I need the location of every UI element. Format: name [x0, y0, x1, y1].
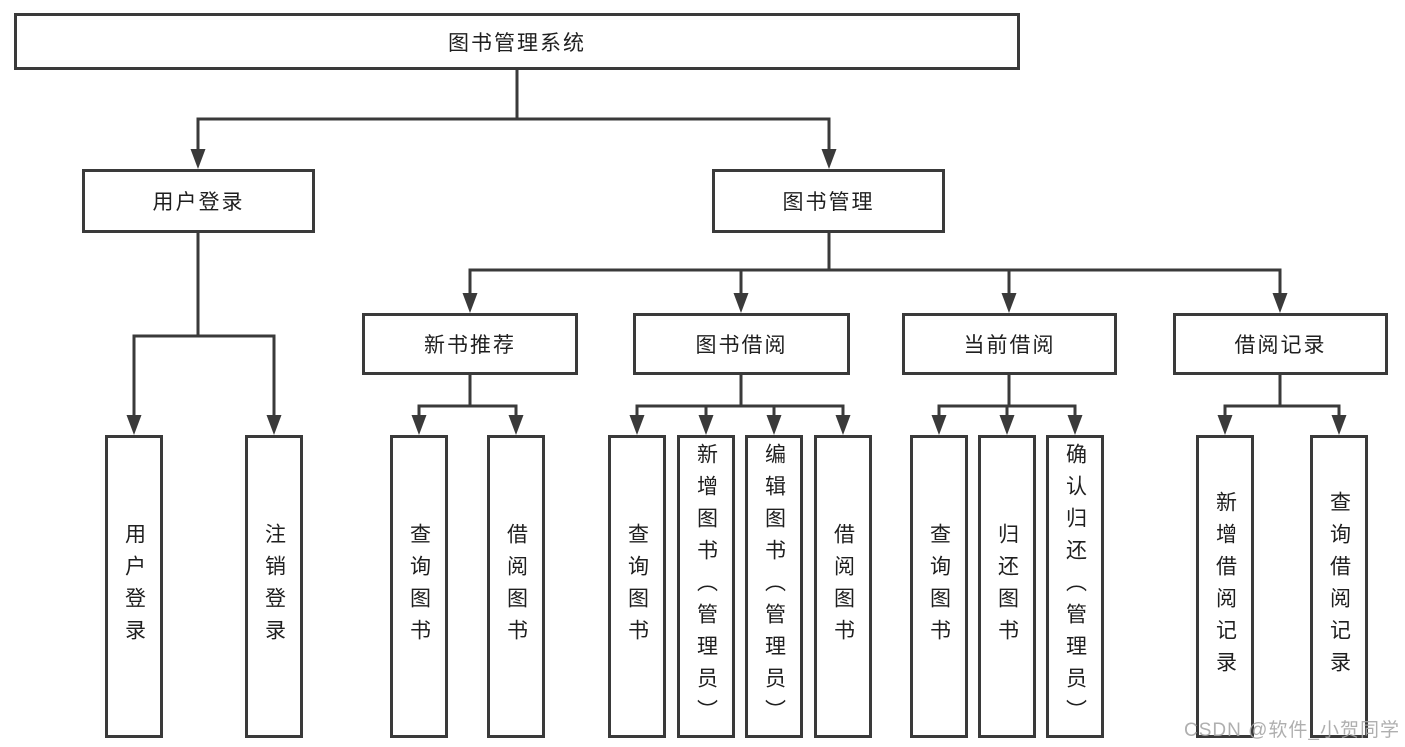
node-library-management-system: 图书管理系统	[14, 13, 1020, 70]
leaf-user-login: 用户登录	[105, 435, 163, 738]
node-label: 新书推荐	[424, 334, 516, 357]
node-user-login: 用户登录	[82, 169, 315, 233]
leaf-add-borrow-record: 新增借阅记录	[1196, 435, 1254, 738]
node-label: 图书管理	[782, 191, 875, 214]
connector-borrow-records-children	[1217, 375, 1347, 435]
leaf-query-books-borrow: 查询图书	[608, 435, 666, 738]
node-label: 图书借阅	[695, 334, 788, 357]
connector-user-login-children	[126, 233, 282, 435]
connector-book-borrow-children	[629, 375, 851, 435]
node-label: 查询图书	[625, 522, 649, 651]
node-label: 借阅图书	[504, 522, 528, 651]
node-label: 查询借阅记录	[1327, 490, 1351, 683]
connector-root-to-level2	[190, 70, 837, 169]
node-label: 查询图书	[407, 522, 431, 651]
leaf-logout: 注销登录	[245, 435, 303, 738]
leaf-borrow-books-newbook: 借阅图书	[487, 435, 545, 738]
node-label: 用户登录	[122, 522, 146, 651]
node-current-borrowing: 当前借阅	[902, 313, 1117, 375]
node-label: 用户登录	[152, 191, 245, 214]
node-label: 借阅图书	[831, 522, 855, 651]
node-book-management: 图书管理	[712, 169, 945, 233]
node-label: 新增图书（管理员）	[694, 442, 718, 731]
connector-book-management-children	[462, 233, 1288, 313]
csdn-watermark: CSDN @软件_小贺同学	[1184, 720, 1400, 741]
node-label: 新增借阅记录	[1213, 490, 1237, 683]
leaf-return-books: 归还图书	[978, 435, 1036, 738]
connector-current-borrow-children	[931, 375, 1083, 435]
leaf-query-books-newbook: 查询图书	[390, 435, 448, 738]
node-borrowing-records: 借阅记录	[1173, 313, 1388, 375]
node-label: 图书管理系统	[448, 31, 586, 55]
node-label: 注销登录	[262, 522, 286, 651]
node-label: 借阅记录	[1234, 334, 1327, 357]
leaf-confirm-return-admin: 确认归还（管理员）	[1046, 435, 1104, 738]
leaf-edit-books-admin: 编辑图书（管理员）	[745, 435, 803, 738]
leaf-borrow-books-borrow: 借阅图书	[814, 435, 872, 738]
leaf-query-borrow-record: 查询借阅记录	[1310, 435, 1368, 738]
node-new-book-recommendation: 新书推荐	[362, 313, 578, 375]
leaf-add-books-admin: 新增图书（管理员）	[677, 435, 735, 738]
leaf-query-books-current: 查询图书	[910, 435, 968, 738]
node-label: 当前借阅	[963, 334, 1056, 357]
node-label: 编辑图书（管理员）	[762, 442, 786, 731]
node-label: 确认归还（管理员）	[1063, 442, 1087, 731]
node-label: 查询图书	[927, 522, 951, 651]
node-book-borrowing: 图书借阅	[633, 313, 850, 375]
connector-new-book-children	[411, 375, 524, 435]
node-label: 归还图书	[995, 522, 1019, 651]
